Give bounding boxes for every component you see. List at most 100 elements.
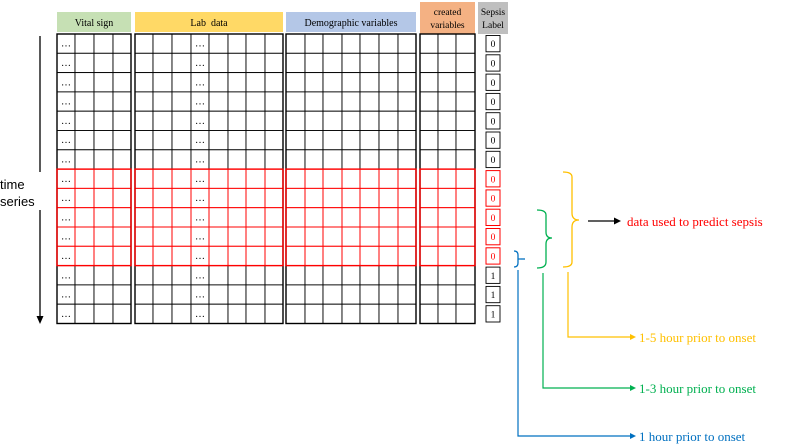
grid-cell-lab [134,110,154,131]
grid-cell-created [437,284,457,305]
header-created-box [420,2,475,34]
grid-cell-lab [134,226,154,247]
sepsis-label-value: 0 [491,137,496,147]
grid-cell-lab [245,52,266,74]
grid-cell-lab [171,245,192,267]
grid-cell-created [419,168,439,189]
grid-cell-demo [322,91,343,112]
grid-cell-demo [378,226,399,247]
grid-cell-vital [74,284,95,305]
ellipsis-text: … [61,154,71,165]
grid-cell-lab [134,265,154,286]
bracket-1-hour-brace [513,250,521,268]
grid-cell-demo [304,110,324,131]
grid-cell-vital [74,149,95,170]
grid-cell-lab [152,91,173,112]
grid-cell-created [419,303,439,324]
grid-cell-vital [93,33,114,54]
grid-cell-vital [93,168,114,189]
sepsis-label-value: 1 [491,291,496,301]
grid-cell-lab [245,207,266,228]
grid-cell-created [419,110,439,131]
grid-cell-demo [341,52,361,74]
grid-cell-demo [359,245,380,267]
bracket-1-3-hour-brace [536,209,553,269]
grid-cell-demo [397,245,417,267]
grid-cell-lab [152,33,173,54]
sepsis-label-value: 0 [491,233,496,243]
grid-cell-lab [152,245,173,267]
ellipsis-text: … [195,116,205,127]
grid-cell-demo [341,303,361,324]
grid-cell-demo [359,168,380,189]
grid-cell-vital [93,303,114,324]
grid-cell-lab [152,303,173,324]
grid-cell-lab [264,130,284,151]
grid-cell-demo [359,52,380,74]
grid-cell-demo [322,33,343,54]
header-created-label-1: created [434,8,462,18]
sepsis-label-value: 0 [491,195,496,205]
grid-cell-created [455,245,476,267]
grid-cell-lab [264,110,284,131]
grid-cell-created [419,245,439,267]
header-vital-sign: Vital sign [57,12,131,32]
ellipsis-text: … [195,290,205,301]
grid-cell-demo [285,72,306,93]
grid-cell-demo [359,226,380,247]
grid-cell-vital [74,207,95,228]
ellipsis-text: … [195,58,205,69]
grid-cell-lab [264,245,284,267]
grid-cell-lab [134,187,154,209]
grid-cell-vital [74,303,95,324]
grid-cell-vital [112,226,132,247]
header-sepsis-label-2: Label [482,21,504,31]
grid-cell-created [455,284,476,305]
grid-cell-demo [304,168,324,189]
bracket-1-hour-arrowhead [630,433,636,439]
ellipsis-text: … [61,232,71,243]
grid-cell-created [455,168,476,189]
header-demographic-label: Demographic variables [304,18,397,29]
ellipsis-text: … [195,97,205,108]
grid-cell-vital [112,130,132,151]
sepsis-label-value: 0 [491,79,496,89]
grid-cell-demo [359,207,380,228]
ellipsis-text: … [195,174,205,185]
grid-cell-lab [171,284,192,305]
grid-cell-lab [264,207,284,228]
grid-cell-created [419,187,439,209]
grid-cell-lab [171,33,192,54]
bracket-1-5-hour-leader [567,272,630,338]
grid-cell-demo [341,207,361,228]
sepsis-label-cell [485,228,501,246]
sepsis-label-value: 1 [491,272,496,282]
grid-cell-demo [378,168,399,189]
grid-cell-vital [93,187,114,209]
ellipsis-text: … [195,251,205,262]
grid-cell-lab [171,91,192,112]
grid-cell-demo [322,265,343,286]
grid-cell-vital [112,207,132,228]
grid-cell-lab [245,245,266,267]
grid-cell-demo [341,149,361,170]
grid-cell-created [455,110,476,131]
bracket-1-3-hour-leader [542,273,630,389]
grid-cell-lab [208,33,229,54]
grid-cell-lab [245,168,266,189]
bracket-1-3-hour-label: 1-3 hour prior to onset [639,381,756,396]
grid-cell-lab [264,52,284,74]
grid-cell-lab [208,245,229,267]
ellipsis-text: … [195,77,205,88]
grid-cell-lab [264,284,284,305]
grid-cell-created [419,207,439,228]
grid-cell-lab [152,265,173,286]
header-lab-data-label: Lab data [190,18,228,29]
grid-cell-demo [378,265,399,286]
grid-cell-lab [227,284,247,305]
grid-cell-demo [304,52,324,74]
grid-cell-vital [74,72,95,93]
grid-cell-demo [378,33,399,54]
grid-cell-demo [322,110,343,131]
ellipsis-text: … [195,39,205,50]
